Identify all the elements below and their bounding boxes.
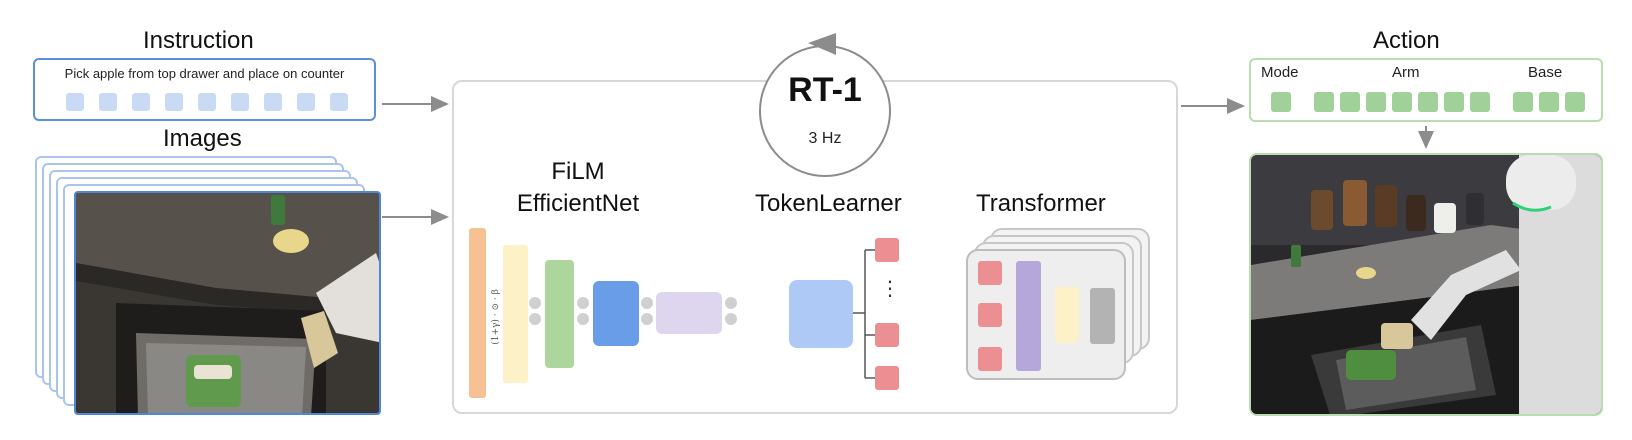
arm-token (1314, 92, 1334, 112)
transformer-input-token (978, 303, 1002, 327)
instruction-token (297, 93, 315, 111)
learned-token (875, 366, 899, 390)
instruction-token (264, 93, 282, 111)
camera-image (74, 191, 381, 415)
tokens-ellipsis: ⋮ (880, 278, 900, 300)
film-symbol: (1+γ) · ⊙ · β (491, 289, 501, 345)
action-box: Mode Arm Base (1249, 58, 1603, 122)
transformer-input-token (978, 347, 1002, 371)
instruction-box: Pick apple from top drawer and place on … (33, 58, 376, 121)
rt1-name: RT-1 (788, 71, 862, 109)
tokenlearner-title: TokenLearner (755, 190, 902, 217)
arm-token (1366, 92, 1386, 112)
learned-token (875, 238, 899, 262)
images-title: Images (163, 125, 242, 152)
instruction-token (330, 93, 348, 111)
transformer-input-token (978, 261, 1002, 285)
film-input-bar (469, 228, 486, 398)
transformer-output-block (1090, 288, 1115, 344)
tokenlearner-branches (853, 249, 875, 379)
robot-photo (1249, 153, 1603, 416)
efficientnet-block-blue (593, 281, 639, 346)
instruction-token (66, 93, 84, 111)
tokenlearner-block (789, 280, 853, 348)
action-base-label: Base (1528, 64, 1563, 81)
film-connector-dots (529, 297, 737, 325)
robot-scene-illustration (1251, 155, 1601, 414)
rt1-loop-icon (759, 33, 891, 177)
base-token (1565, 92, 1585, 112)
film-layer (503, 245, 528, 383)
arm-token (1418, 92, 1438, 112)
transformer-title: Transformer (976, 190, 1106, 217)
action-mode-label: Mode (1261, 64, 1299, 81)
film-title-line2: EfficientNet (516, 190, 640, 217)
instruction-title: Instruction (143, 27, 254, 54)
drawer-scene-illustration (76, 193, 379, 413)
mode-token (1271, 92, 1291, 112)
base-token (1539, 92, 1559, 112)
base-token (1513, 92, 1533, 112)
arm-token (1470, 92, 1490, 112)
learned-token (875, 323, 899, 347)
instruction-text: Pick apple from top drawer and place on … (64, 66, 345, 81)
efficientnet-block-green (545, 260, 574, 368)
instruction-token (132, 93, 150, 111)
instruction-token (231, 93, 249, 111)
arm-token (1444, 92, 1464, 112)
instruction-token (165, 93, 183, 111)
arm-token (1392, 92, 1412, 112)
action-title: Action (1373, 27, 1440, 54)
film-title-line1: FiLM (551, 158, 605, 185)
instruction-token (198, 93, 216, 111)
action-arm-label: Arm (1392, 64, 1420, 81)
instruction-token (99, 93, 117, 111)
transformer-ffn-block (1055, 287, 1079, 343)
efficientnet-block-lavender (656, 292, 722, 334)
rt1-rate: 3 Hz (808, 130, 842, 147)
transformer-attention-block (1016, 261, 1041, 371)
arm-token (1340, 92, 1360, 112)
